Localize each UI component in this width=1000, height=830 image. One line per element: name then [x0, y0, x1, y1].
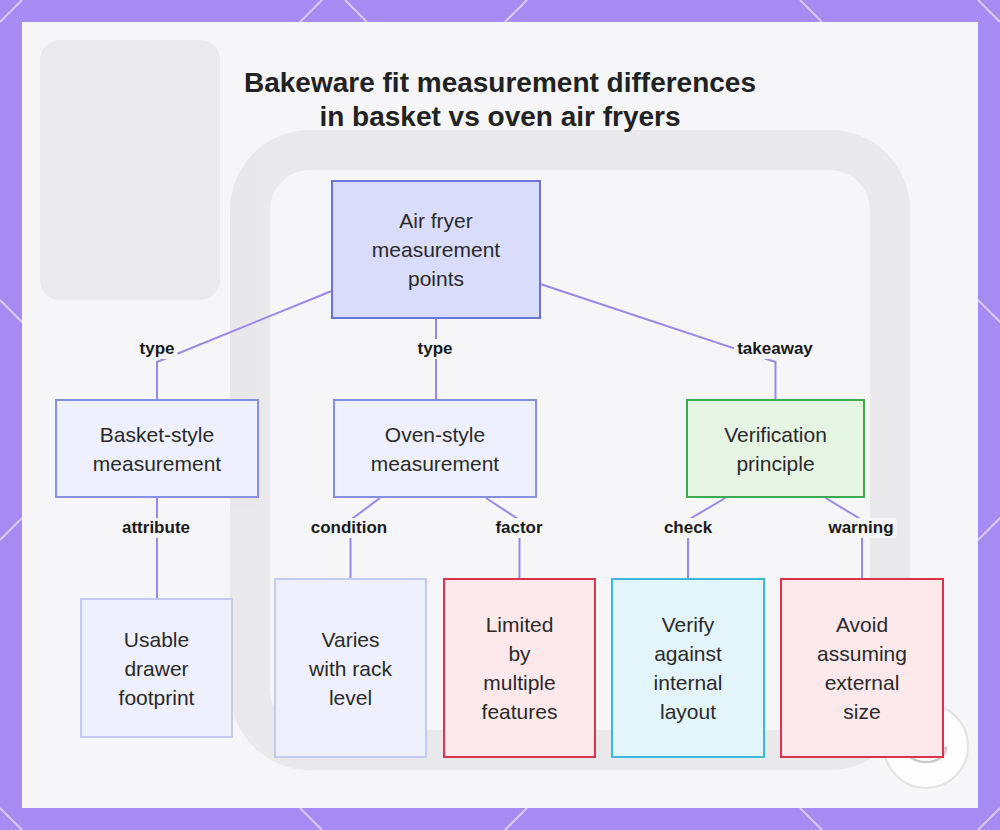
node-label: Varies with rack level — [301, 625, 401, 712]
frame-stripe — [505, 808, 527, 830]
frame-stripe — [345, 0, 367, 22]
connector-line — [351, 498, 380, 578]
frame-stripe — [0, 0, 22, 22]
content-panel — [22, 22, 978, 808]
frame-stripe — [505, 0, 527, 22]
warning-box: Avoid assuming external size — [780, 578, 944, 758]
connector-line — [157, 291, 331, 399]
connector-label: type — [415, 339, 456, 359]
connector-label: factor — [492, 518, 545, 538]
condition-box: Varies with rack level — [274, 578, 427, 758]
frame-stripe — [978, 300, 1000, 322]
connector-line — [688, 498, 725, 578]
connector-line — [435, 319, 437, 399]
frame-stripe — [978, 0, 1000, 22]
node-label: Verify against internal layout — [638, 610, 738, 726]
frame-stripe — [800, 808, 822, 830]
attribute-box: Usable drawer footprint — [80, 598, 233, 738]
connector-label: check — [661, 518, 715, 538]
frame-stripe — [300, 808, 322, 830]
blurred-shape — [40, 40, 220, 300]
connector-line — [156, 498, 158, 598]
node-label: Avoid assuming external size — [810, 610, 915, 726]
frame-stripe — [300, 0, 322, 22]
connector-line — [486, 498, 520, 578]
connector-label: warning — [825, 518, 896, 538]
node-label: Basket-style measurement — [67, 420, 247, 478]
node-label: Verification principle — [701, 420, 851, 478]
connector-label: takeaway — [734, 339, 816, 359]
node-label: Limited by multiple features — [472, 610, 567, 726]
factor-box: Limited by multiple features — [443, 578, 596, 758]
connector-label: type — [137, 339, 178, 359]
takeaway-box: Verification principle — [686, 399, 865, 498]
node-label: Usable drawer footprint — [102, 625, 212, 712]
node-label: Air fryer measurement points — [356, 206, 516, 293]
connector-label: condition — [308, 518, 390, 538]
frame-stripe — [978, 808, 1000, 830]
frame-stripe — [0, 808, 22, 830]
connector-line — [826, 498, 862, 578]
root-box: Air fryer measurement points — [331, 180, 541, 319]
category-box: Basket-style measurement — [55, 399, 259, 498]
frame-stripe — [978, 518, 1000, 540]
diagram-title: Bakeware fit measurement differences in … — [150, 66, 850, 134]
frame-stripe — [800, 0, 822, 22]
node-label: Oven-style measurement — [345, 420, 525, 478]
connector-label: attribute — [119, 518, 193, 538]
frame-stripe — [0, 518, 22, 540]
check-box: Verify against internal layout — [611, 578, 765, 758]
category-box: Oven-style measurement — [333, 399, 537, 498]
frame-stripe — [0, 300, 22, 322]
